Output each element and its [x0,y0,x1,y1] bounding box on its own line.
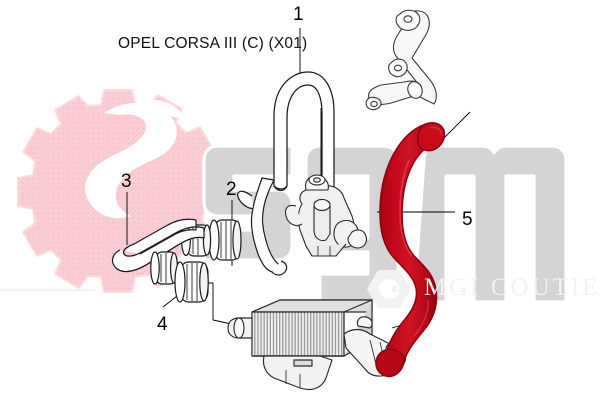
callout-label-2: 2 [226,179,237,200]
callout-label-5: 5 [462,209,473,230]
upper-u-hose [273,71,335,193]
brand-wordmark: MGI COUTIER [424,274,600,301]
metal-pipe-bracket [365,9,437,111]
callout-label-4: 4 [157,314,168,335]
page-title: OPEL CORSA III (C) (X01) [118,35,308,52]
turbocharger-valve-assembly [284,174,368,257]
mgi-hexagon-logo [367,270,411,308]
callout-label-3: 3 [121,171,132,192]
intercooler [227,299,407,391]
callout-label-1: 1 [293,4,304,25]
connector-sleeve-4 [174,261,209,303]
red-charge-air-hose-5 [375,122,446,378]
mid-vertical-hose [237,177,288,276]
connector-sleeve-2 [181,219,242,261]
